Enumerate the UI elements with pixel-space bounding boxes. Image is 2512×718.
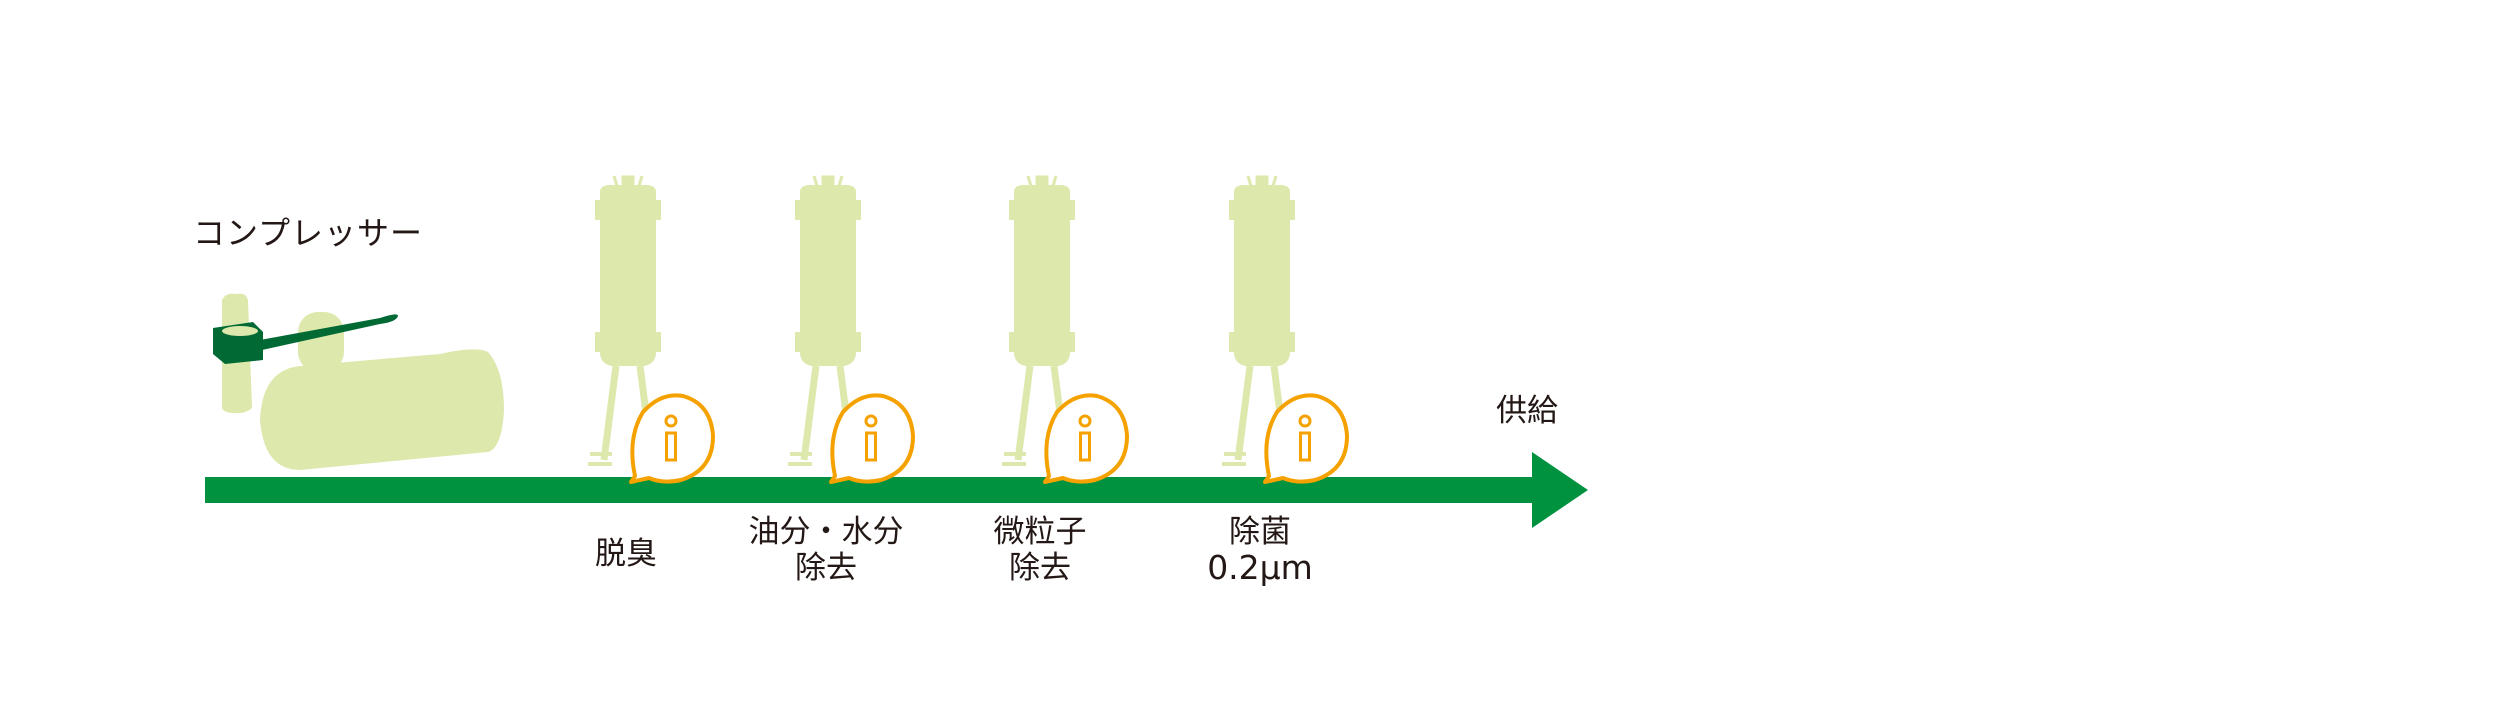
stage-label-line1: 脱臭 <box>595 536 657 572</box>
stage-label-line1: 油分・水分 <box>748 514 904 550</box>
flow-arrow <box>205 452 1588 528</box>
supply-label: 供給 <box>1496 393 1558 429</box>
stage-label-deodorizing: 脱臭 <box>595 536 657 572</box>
stage-label-line2: 0.2μm <box>1207 548 1313 587</box>
compressor-illustration <box>213 293 504 470</box>
compressor-label: コンプレッサー <box>193 214 424 252</box>
stage-label-particle: 微粒子 除去 <box>994 514 1087 586</box>
stage-label-oil-water: 油分・水分 除去 <box>749 514 904 586</box>
stage-label-line2: 除去 <box>1009 550 1071 586</box>
stage-label-line1: 微粒子 <box>993 514 1087 550</box>
stage-label-line2: 除去 <box>795 550 857 586</box>
stage-label-sterilizing: 除菌 0.2μm <box>1207 514 1313 586</box>
stage-label-line1: 除菌 <box>1229 514 1291 550</box>
